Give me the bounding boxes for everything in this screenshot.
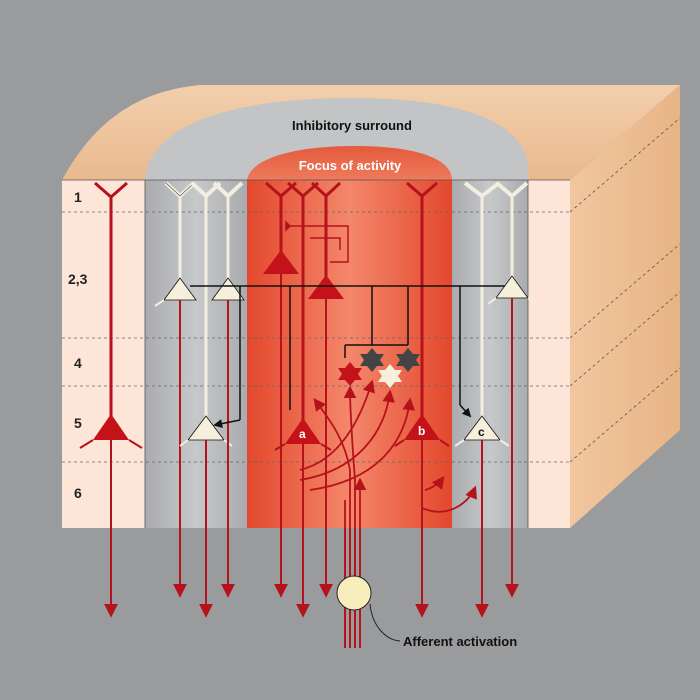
focus-of-activity-label: Focus of activity	[299, 158, 402, 173]
layer-label-5: 5	[74, 415, 82, 431]
interneuron-red	[338, 362, 362, 386]
inhibited-neuron-right-1	[454, 181, 510, 618]
inhibited-neuron-right-2	[487, 181, 537, 598]
afferent-label-leader	[369, 603, 401, 642]
inhibitory-column-right	[452, 180, 528, 528]
tissue-side-face	[570, 85, 680, 528]
interneuron-dark-1	[360, 348, 384, 372]
inhibitory-surround-label: Inhibitory surround	[292, 118, 412, 133]
cell-label-a: a	[299, 427, 306, 441]
front-layer-lines	[62, 211, 570, 463]
interneuron-dark-2	[396, 348, 420, 372]
inhibited-neuron-left-1	[154, 181, 197, 598]
cell-label-c: c	[478, 425, 485, 439]
layer-label-1: 1	[74, 189, 82, 205]
layer-label-6: 6	[74, 485, 82, 501]
excitatory-neuron-focus-1	[263, 181, 299, 598]
excitatory-neuron-b: b	[394, 181, 450, 618]
afferent-activation-label: Afferent activation	[403, 634, 517, 649]
focus-top	[247, 146, 452, 180]
layer-label-4: 4	[74, 355, 82, 371]
inhibitory-connections	[190, 285, 505, 429]
interneuron-white	[378, 364, 402, 388]
layer-label-2-3: 2,3	[68, 271, 88, 287]
inhibited-neuron-left-2	[179, 181, 245, 618]
afferent-source-circle	[336, 575, 372, 611]
inhibitory-column-left	[145, 180, 247, 528]
cell-label-b: b	[418, 424, 425, 438]
side-layer-lines	[569, 117, 681, 463]
excitatory-neuron-left	[79, 181, 143, 618]
excitatory-neuron-a: a	[274, 418, 332, 618]
recurrent-collaterals	[285, 220, 349, 263]
